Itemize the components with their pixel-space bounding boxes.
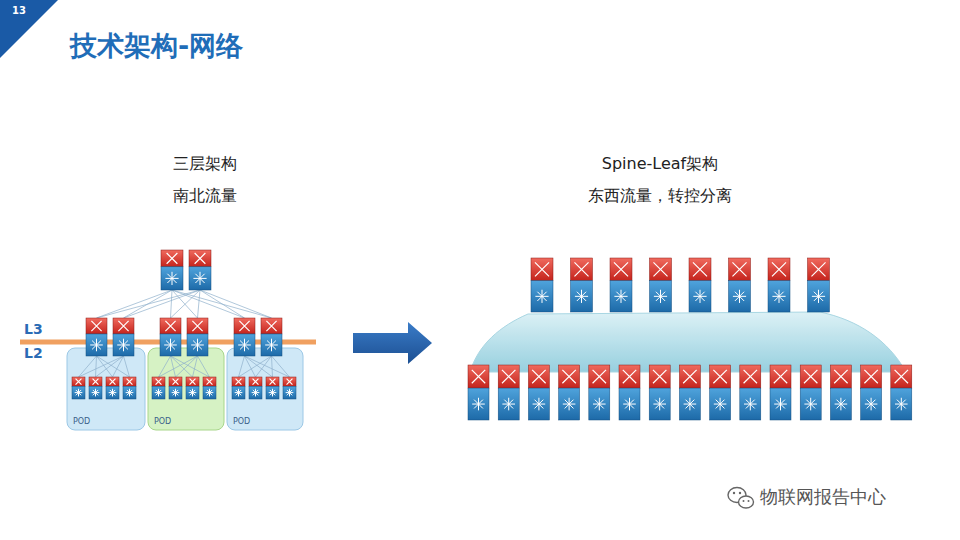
fabric-cloud xyxy=(470,312,906,372)
pod-region: POD xyxy=(67,348,145,430)
switch-icon xyxy=(106,377,119,399)
link-line xyxy=(198,356,210,377)
link-line xyxy=(171,356,193,377)
link-line xyxy=(97,356,113,377)
switch-icon xyxy=(800,365,821,420)
switch-icon xyxy=(710,365,731,420)
switch-icon xyxy=(186,377,199,399)
link-line xyxy=(176,356,198,377)
switch-icon xyxy=(86,318,107,356)
pod-region: POD xyxy=(148,348,224,430)
link-line xyxy=(272,356,290,377)
section-note: 南北流量 xyxy=(105,186,305,207)
section-heading: 三层架构 xyxy=(105,154,305,175)
link-line xyxy=(96,356,124,377)
switch-icon xyxy=(768,258,790,312)
link-line xyxy=(96,356,97,377)
switch-icon xyxy=(266,377,279,399)
link-line xyxy=(113,356,124,377)
switch-icon xyxy=(571,258,593,312)
switch-icon xyxy=(619,365,640,420)
corner-triangle xyxy=(0,0,58,58)
link-line xyxy=(171,290,173,318)
switch-icon xyxy=(123,377,136,399)
wires xyxy=(79,290,290,377)
link-line xyxy=(172,290,245,318)
link-line xyxy=(79,356,124,377)
layer-label: L2 xyxy=(24,345,54,361)
switch-icon xyxy=(528,365,549,420)
transition-arrow xyxy=(353,322,432,364)
switch-icon xyxy=(283,377,296,399)
switches xyxy=(72,250,912,420)
slide-title: 技术架构-网络 xyxy=(70,28,243,64)
link-line xyxy=(245,356,256,377)
switch-icon xyxy=(679,365,700,420)
link-line xyxy=(171,356,176,377)
pod-ground xyxy=(67,348,145,430)
link-line xyxy=(193,356,198,377)
link-line xyxy=(97,290,201,318)
link-line xyxy=(159,356,198,377)
section-note: 东西流量，转控分离 xyxy=(530,186,790,207)
switch-icon xyxy=(468,365,489,420)
switch-icon xyxy=(113,318,134,356)
pod-region: POD xyxy=(227,348,303,430)
switch-icon xyxy=(189,250,211,290)
switch-icon xyxy=(531,258,553,312)
switch-icon xyxy=(72,377,85,399)
pod-label: POD xyxy=(73,417,90,426)
switch-icon xyxy=(498,365,519,420)
switch-icon xyxy=(740,365,761,420)
switch-icon xyxy=(650,258,672,312)
pod-ground xyxy=(227,348,303,430)
link-line xyxy=(124,356,130,377)
switch-icon xyxy=(891,365,912,420)
switch-icon xyxy=(861,365,882,420)
watermark: 物联网报告中心 xyxy=(760,485,950,509)
link-line xyxy=(171,356,210,377)
switch-icon xyxy=(729,258,751,312)
switch-icon xyxy=(232,377,245,399)
switch-icon xyxy=(89,377,102,399)
link-line xyxy=(172,290,272,318)
link-line xyxy=(124,290,201,318)
switch-icon xyxy=(770,365,791,420)
switch-icon xyxy=(649,365,670,420)
link-line xyxy=(239,356,272,377)
switch-icon xyxy=(203,377,216,399)
switch-icon xyxy=(169,377,182,399)
switch-icon xyxy=(610,258,632,312)
layer-label: L3 xyxy=(24,321,54,337)
switch-icon xyxy=(830,365,851,420)
switch-icon xyxy=(808,258,830,312)
switch-icon xyxy=(187,318,208,356)
link-line xyxy=(171,290,201,318)
pod-label: POD xyxy=(154,417,171,426)
link-line xyxy=(200,290,272,318)
link-line xyxy=(198,290,201,318)
section-heading: Spine-Leaf架构 xyxy=(530,154,790,175)
switch-icon xyxy=(559,365,580,420)
switch-icon xyxy=(160,318,181,356)
switch-icon xyxy=(689,258,711,312)
pod-label: POD xyxy=(233,417,250,426)
switch-icon xyxy=(261,318,282,356)
slide-number: 13 xyxy=(4,5,34,16)
switch-icon xyxy=(589,365,610,420)
pod-ground xyxy=(148,348,224,430)
link-line xyxy=(256,356,272,377)
switch-icon xyxy=(234,318,255,356)
switch-icon xyxy=(161,250,183,290)
link-line xyxy=(272,356,273,377)
switch-icon xyxy=(249,377,262,399)
switch-icon xyxy=(152,377,165,399)
link-line xyxy=(200,290,245,318)
link-line xyxy=(79,356,97,377)
wechat-icon xyxy=(728,488,754,509)
link-line xyxy=(245,356,273,377)
